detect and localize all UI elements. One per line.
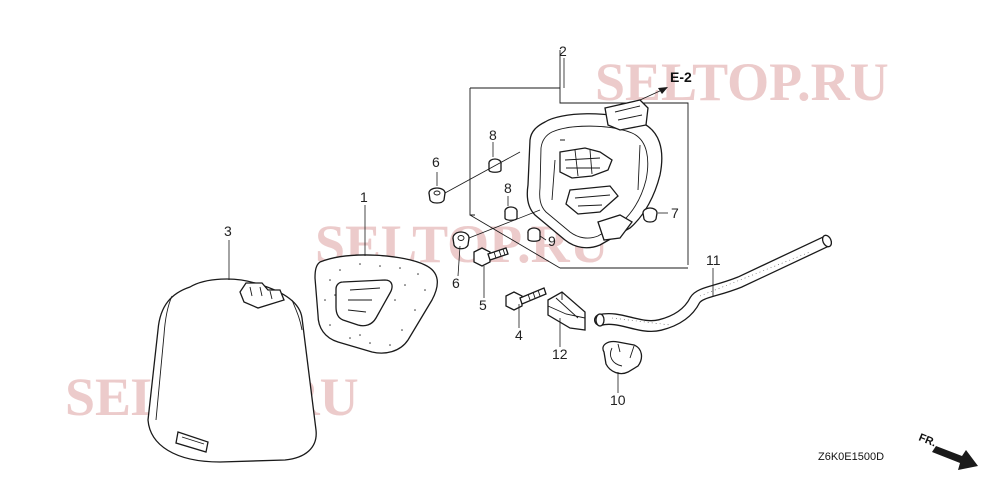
grommet-upper — [428, 187, 446, 204]
bolt-long — [505, 287, 547, 311]
air-cleaner-case — [526, 99, 663, 249]
collar-lower — [504, 206, 518, 221]
grommet-right — [642, 207, 658, 223]
hose-clip — [602, 340, 643, 375]
callout-11: 11 — [706, 252, 721, 268]
callout-12: 12 — [552, 346, 568, 362]
reference-arrow — [639, 87, 668, 101]
breather-hose — [594, 234, 833, 332]
callout-9: 9 — [548, 233, 556, 249]
drawing-code: Z6K0E1500D — [818, 451, 884, 463]
air-cleaner-cover — [147, 278, 317, 463]
callout-8-lower: 8 — [504, 180, 512, 196]
bolt-short — [473, 247, 509, 267]
hose-bracket — [547, 291, 586, 331]
front-direction-label: FR. — [917, 432, 938, 450]
foam-element — [314, 254, 438, 354]
callout-2: 2 — [559, 43, 567, 59]
watermark-top: SELTOP.RU — [595, 52, 889, 112]
callout-3: 3 — [224, 223, 232, 239]
leader-lines — [228, 58, 714, 393]
collar-upper — [488, 158, 502, 173]
callout-8-upper: 8 — [489, 127, 497, 143]
callout-numbers: 1 2 3 4 5 6 6 7 8 8 9 10 11 12 — [224, 43, 721, 408]
callout-6-lower: 6 — [452, 275, 460, 291]
grommet-lower — [452, 231, 470, 250]
callout-4: 4 — [515, 327, 523, 343]
reference-label: E-2 — [670, 69, 692, 85]
callout-6-upper: 6 — [432, 154, 440, 170]
callout-1: 1 — [360, 189, 368, 205]
front-direction-arrow: FR. — [917, 432, 978, 470]
callout-5: 5 — [479, 297, 487, 313]
callout-10: 10 — [610, 392, 626, 408]
collar-small — [527, 227, 541, 242]
callout-7: 7 — [671, 205, 679, 221]
